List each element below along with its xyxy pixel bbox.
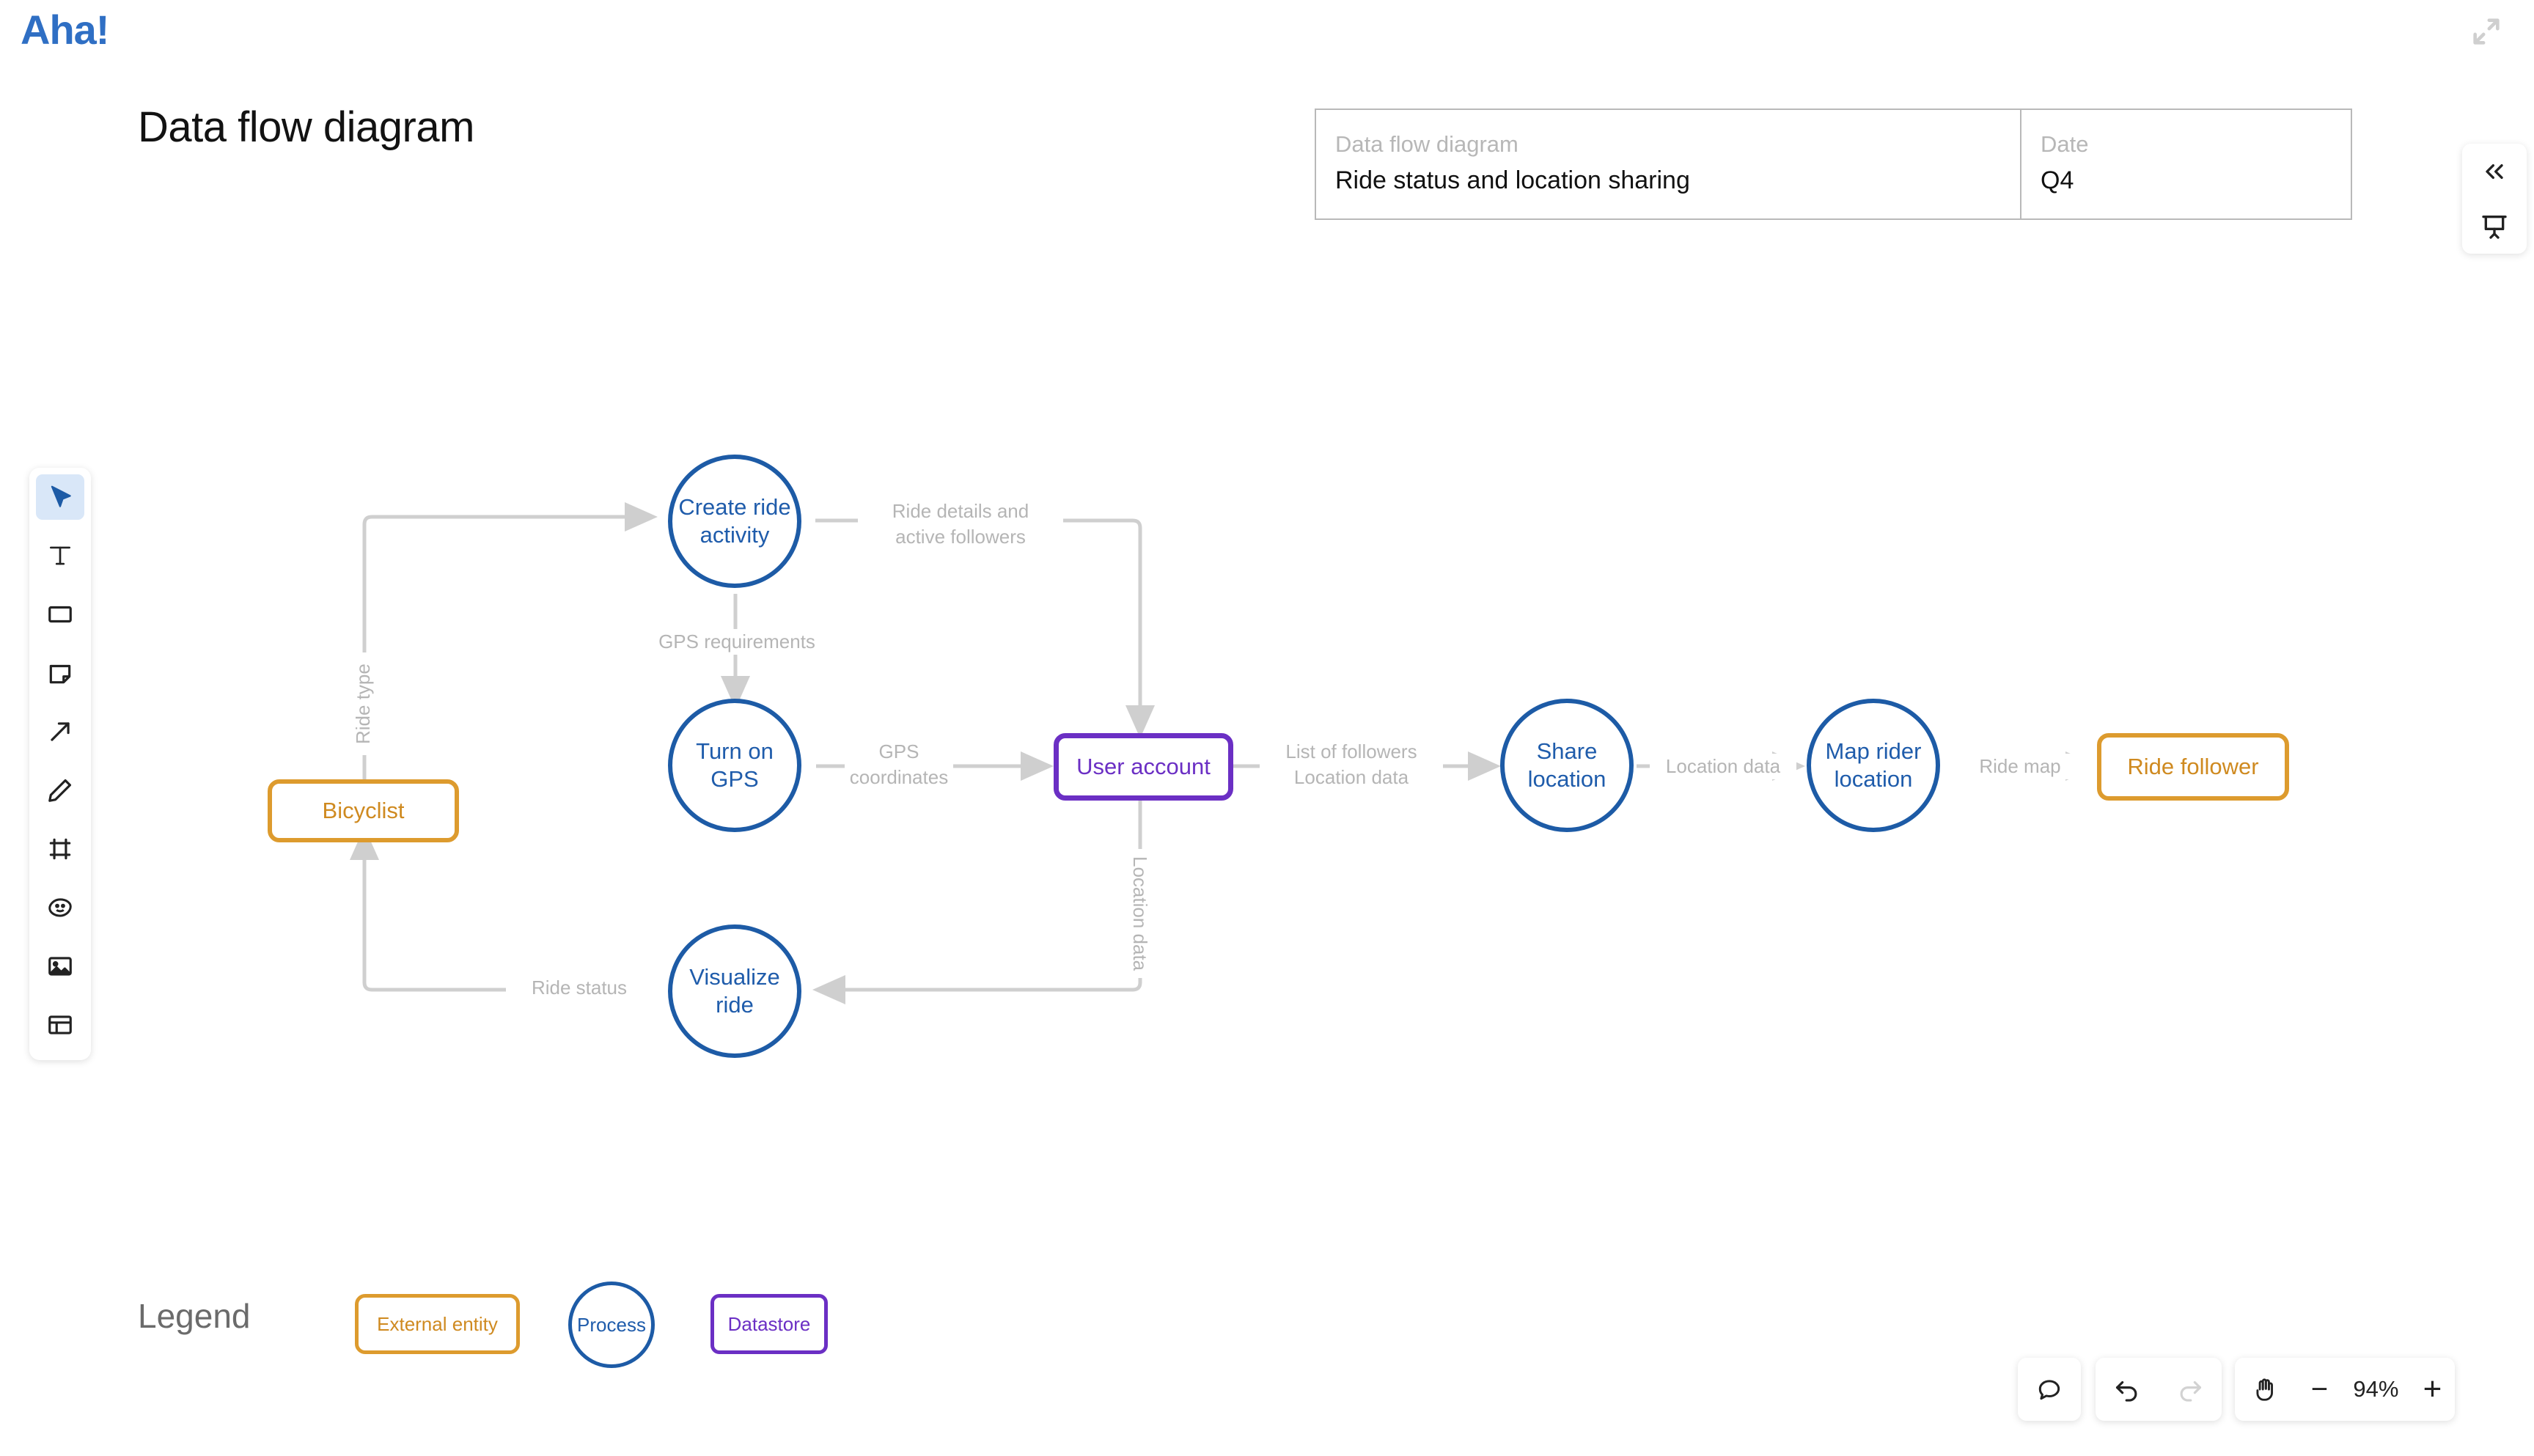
text-icon <box>49 546 71 565</box>
node-label: Ride follower <box>2127 754 2259 780</box>
emoji-icon <box>48 898 72 917</box>
legend-item-external-entity: External entity <box>355 1294 520 1354</box>
edge-label-location-data-down: Location data <box>1127 849 1153 978</box>
comment-toolbar[interactable] <box>2018 1358 2081 1421</box>
info-title-label: Data flow diagram <box>1335 131 1518 157</box>
edge-bicyclist-create-ride <box>362 502 658 784</box>
node-create-ride-activity[interactable]: Create ride activity <box>668 455 801 588</box>
text-tool[interactable] <box>36 533 84 578</box>
layout-icon <box>48 1015 72 1034</box>
node-label: Turn on GPS <box>696 738 774 792</box>
zoom-out-label: − <box>2310 1373 2329 1405</box>
undo-button[interactable] <box>2096 1358 2159 1421</box>
sticky-note-tool[interactable] <box>36 650 84 696</box>
presentation-icon <box>2482 215 2507 239</box>
cursor-icon <box>51 485 71 507</box>
edge-label-gps-coordinates: GPS coordinates <box>845 739 953 791</box>
node-label: Map rider location <box>1825 738 1922 792</box>
edge-label-ride-details: Ride details and active followers <box>858 499 1063 551</box>
node-label: Visualize ride <box>689 964 780 1018</box>
pen-tool[interactable] <box>36 768 84 813</box>
node-share-location[interactable]: Share location <box>1500 699 1634 832</box>
node-label: Bicyclist <box>322 798 405 824</box>
edge-visualize-ride-bicyclist <box>350 826 653 992</box>
select-tool[interactable] <box>36 474 84 520</box>
undo-icon <box>2115 1380 2137 1402</box>
edge-label-ride-type: Ride type <box>350 652 377 755</box>
edge-user-account-visualize-ride <box>812 799 1142 1004</box>
edge-label-ride-status: Ride status <box>506 975 653 1001</box>
image-icon <box>48 957 72 976</box>
edge-label-ride-map: Ride map <box>1943 754 2097 780</box>
right-side-panel[interactable] <box>2462 144 2527 254</box>
collapse-arrows-icon[interactable] <box>2469 15 2503 48</box>
left-toolbar[interactable] <box>29 468 91 1060</box>
history-toolbar[interactable] <box>2096 1358 2222 1421</box>
legend-label: External entity <box>377 1312 498 1335</box>
diagram-info-box: Data flow diagram Ride status and locati… <box>1315 109 2352 220</box>
arrow-tool[interactable] <box>36 709 84 754</box>
redo-icon <box>2180 1380 2202 1402</box>
frame-tool[interactable] <box>36 826 84 872</box>
edge-label-location-data: Location data <box>1650 754 1796 780</box>
node-ride-follower[interactable]: Ride follower <box>2097 733 2289 801</box>
zoom-level[interactable]: 94% <box>2353 1376 2399 1402</box>
sticker-tool[interactable] <box>36 885 84 930</box>
legend-item-datastore: Datastore <box>710 1294 828 1354</box>
pen-icon <box>48 779 72 802</box>
info-title-value: Ride status and location sharing <box>1335 166 1690 194</box>
edge-label-list-of-followers: List of followers Location data <box>1260 739 1443 791</box>
legend-label: Process <box>577 1313 646 1336</box>
legend-item-process: Process <box>568 1282 655 1368</box>
image-tool[interactable] <box>36 944 84 989</box>
collapse-panel-button[interactable] <box>2462 144 2527 199</box>
zoom-toolbar[interactable]: − 94% + <box>2235 1358 2455 1421</box>
template-tool[interactable] <box>36 1002 84 1048</box>
frame-icon <box>49 838 71 860</box>
node-map-rider-location[interactable]: Map rider location <box>1807 699 1940 832</box>
zoom-in-label: + <box>2423 1371 2442 1407</box>
legend-title: Legend <box>138 1297 251 1335</box>
redo-button[interactable] <box>2159 1358 2222 1421</box>
info-date-value: Q4 <box>2041 166 2074 194</box>
info-date-label: Date <box>2041 131 2089 157</box>
info-cell-date: Date Q4 <box>2021 110 2351 218</box>
shape-tool[interactable] <box>36 592 84 637</box>
info-cell-title: Data flow diagram Ride status and locati… <box>1316 110 2021 218</box>
pan-tool-button[interactable] <box>2235 1358 2297 1421</box>
zoom-out-button[interactable]: − <box>2297 1358 2342 1421</box>
sticky-note-icon <box>49 664 71 684</box>
edge-label-gps-requirements: GPS requirements <box>649 629 825 655</box>
top-bar: Aha! <box>0 0 2534 67</box>
arrow-icon <box>51 722 70 741</box>
present-button[interactable] <box>2462 199 2527 254</box>
aha-logo[interactable]: Aha! <box>21 7 109 53</box>
node-label: Share location <box>1527 738 1606 792</box>
page-title: Data flow diagram <box>138 103 474 151</box>
node-turn-on-gps[interactable]: Turn on GPS <box>668 699 801 832</box>
legend-label: Datastore <box>727 1312 811 1335</box>
comment-button[interactable] <box>2018 1358 2081 1421</box>
node-visualize-ride[interactable]: Visualize ride <box>668 924 801 1058</box>
node-user-account[interactable]: User account <box>1054 733 1233 801</box>
hand-icon <box>2256 1378 2274 1401</box>
zoom-in-button[interactable]: + <box>2410 1358 2455 1421</box>
edge-create-ride-user-account <box>815 518 1155 739</box>
comment-icon <box>2038 1380 2060 1400</box>
rectangle-icon <box>48 606 72 623</box>
chevron-double-left-icon <box>2486 163 2503 179</box>
node-label: Create ride activity <box>678 494 791 548</box>
node-label: User account <box>1076 754 1211 780</box>
node-bicyclist[interactable]: Bicyclist <box>268 779 459 842</box>
